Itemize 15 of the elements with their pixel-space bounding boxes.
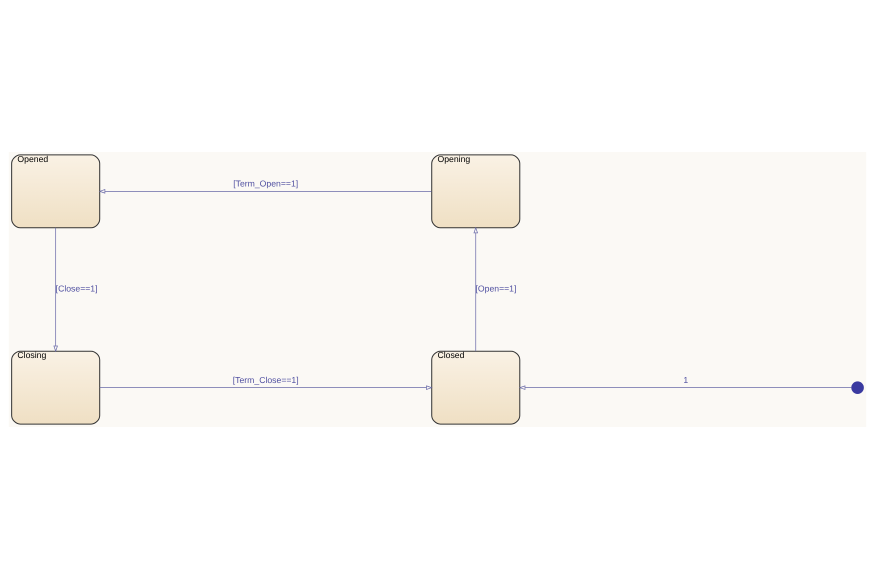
arrow — [98, 189, 432, 194]
node-box: Closing — [11, 350, 100, 425]
edge-label: [Open==1] — [476, 284, 516, 294]
edge-label: [Term_Open==1] — [233, 178, 298, 189]
edge-label: 1 — [683, 375, 688, 386]
node-box: Opening — [431, 154, 520, 228]
node-box: Opened — [11, 154, 100, 228]
node-box: Closed — [431, 350, 520, 425]
edge-label: [Close==1] — [56, 284, 98, 294]
edge-label: [Term_Close==1] — [232, 375, 299, 386]
arrow — [99, 385, 433, 390]
arrow — [473, 226, 478, 352]
arrow — [53, 227, 58, 352]
arrow — [518, 385, 852, 390]
node-circle — [851, 381, 864, 394]
